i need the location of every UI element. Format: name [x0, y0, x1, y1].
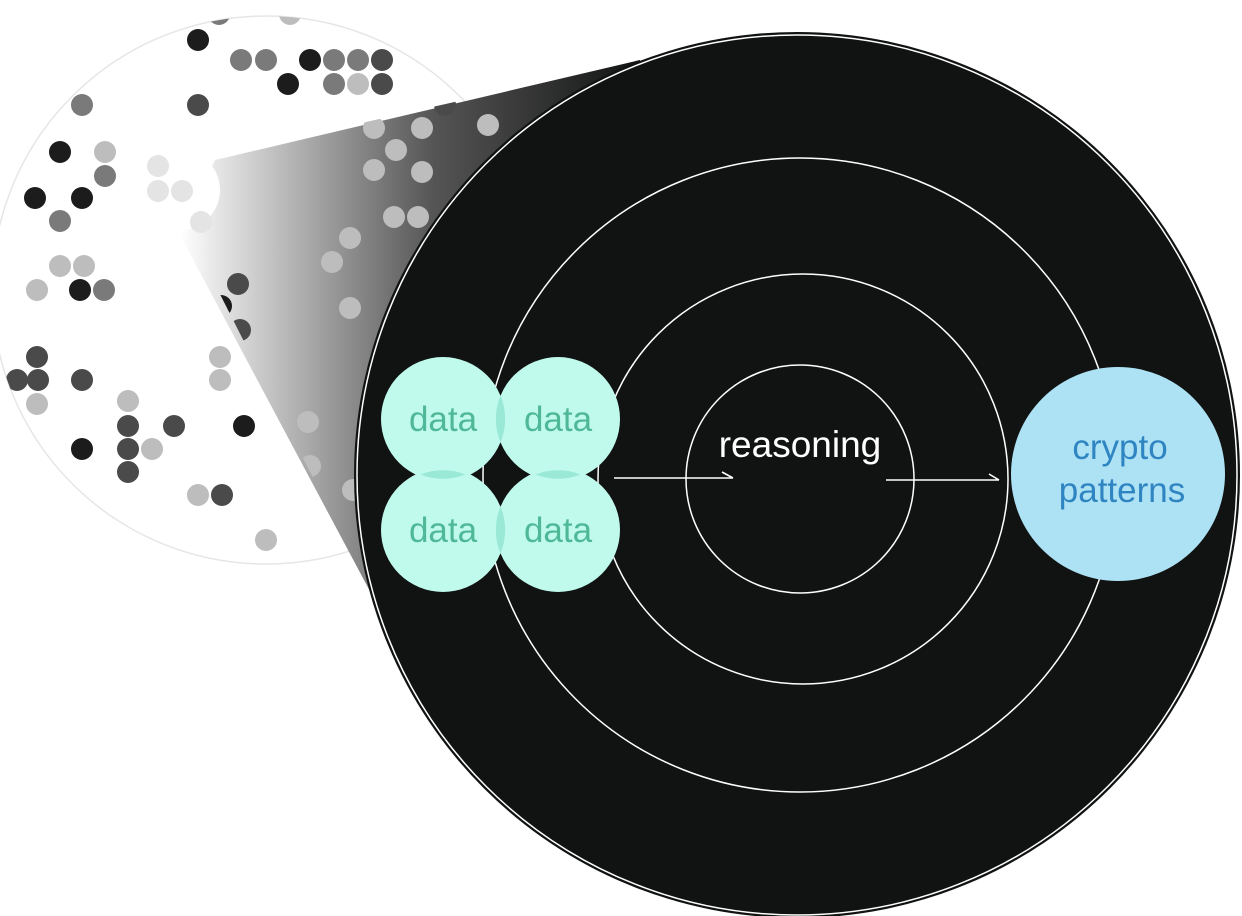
pixel-dot — [24, 187, 46, 209]
pixel-dot — [477, 114, 499, 136]
data-label: data — [409, 400, 478, 439]
pixel-dot — [347, 49, 369, 71]
pixel-dot — [209, 346, 231, 368]
pixel-dots-small — [6, 16, 393, 551]
pixel-dot — [69, 279, 91, 301]
pixel-dot — [117, 415, 139, 437]
pixel-dot — [71, 369, 93, 391]
pixel-dot — [71, 94, 93, 116]
data-circle — [496, 357, 620, 481]
pixel-dot — [227, 273, 249, 295]
pixel-dot — [346, 16, 368, 25]
big-dark-circle — [354, 32, 1240, 916]
crypto-circle — [1011, 367, 1225, 581]
pixel-dot — [339, 297, 361, 319]
reasoning-label: reasoning — [719, 424, 882, 465]
crypto-patterns-node: crypto patterns — [1011, 367, 1225, 581]
pixel-dot — [407, 206, 429, 228]
pixel-dot — [26, 346, 48, 368]
pixel-dot — [187, 484, 209, 506]
pixel-dot — [385, 139, 407, 161]
pixel-dot — [363, 159, 385, 181]
data-circle — [381, 357, 505, 481]
ring-outer — [356, 34, 1238, 916]
pixel-dot — [117, 461, 139, 483]
pixel-dot — [211, 484, 233, 506]
concentric-rings — [356, 34, 1238, 916]
beam-dot — [147, 180, 169, 202]
pixel-dot — [371, 49, 393, 71]
pixel-dot — [411, 117, 433, 139]
overlap-lens — [420, 470, 466, 479]
pixel-dot — [255, 49, 277, 71]
pixel-dot — [71, 187, 93, 209]
pixel-dot — [363, 117, 385, 139]
pixel-dot — [411, 161, 433, 183]
ring-inner — [685, 364, 915, 594]
pixel-dot — [299, 49, 321, 71]
pixel-dot — [141, 438, 163, 460]
pixel-dot — [26, 279, 48, 301]
pixel-dot — [255, 529, 277, 551]
pixel-dot — [371, 73, 393, 95]
pixel-dot — [323, 73, 345, 95]
beam-dot — [171, 180, 193, 202]
data-cluster: data data data data — [381, 357, 620, 592]
pixel-dot — [208, 16, 230, 25]
pixel-dot — [279, 16, 301, 25]
crypto-label-line2: patterns — [1059, 471, 1185, 510]
pixel-dot — [6, 369, 28, 391]
pixel-dot — [94, 141, 116, 163]
overlap-lens — [495, 506, 506, 554]
pixel-dot — [233, 415, 255, 437]
ring-2 — [597, 273, 1009, 685]
overlap-lens — [495, 395, 506, 443]
pixel-dot — [187, 94, 209, 116]
pixel-dot — [71, 438, 93, 460]
pixel-dot — [277, 73, 299, 95]
arrow-right-icon — [886, 473, 1000, 481]
pixel-dot — [339, 227, 361, 249]
pixel-dot — [323, 49, 345, 71]
arrow-right-icon — [614, 471, 734, 479]
pixel-dot — [383, 206, 405, 228]
data-label: data — [524, 400, 593, 439]
pixel-dot — [49, 141, 71, 163]
pixel-dot — [94, 165, 116, 187]
pixel-dot — [73, 255, 95, 277]
pixel-dot — [117, 438, 139, 460]
pixel-dot — [26, 393, 48, 415]
pixel-dot — [230, 49, 252, 71]
pixel-dot — [49, 255, 71, 277]
pixel-dot — [297, 411, 319, 433]
pixel-dot — [321, 251, 343, 273]
beam-dot — [147, 155, 169, 177]
overlap-lens — [535, 470, 581, 479]
data-label: data — [409, 511, 478, 550]
pixel-dot — [49, 210, 71, 232]
pixel-dot — [209, 369, 231, 391]
data-circle — [381, 468, 505, 592]
pixel-dot — [93, 279, 115, 301]
pixel-dot — [117, 390, 139, 412]
data-circle — [496, 468, 620, 592]
pixel-dot — [27, 369, 49, 391]
pixel-dot — [347, 73, 369, 95]
pixel-dot — [163, 415, 185, 437]
pixel-dot — [187, 29, 209, 51]
beam-dot — [190, 211, 212, 233]
data-label: data — [524, 511, 593, 550]
crypto-label-line1: crypto — [1072, 428, 1167, 467]
